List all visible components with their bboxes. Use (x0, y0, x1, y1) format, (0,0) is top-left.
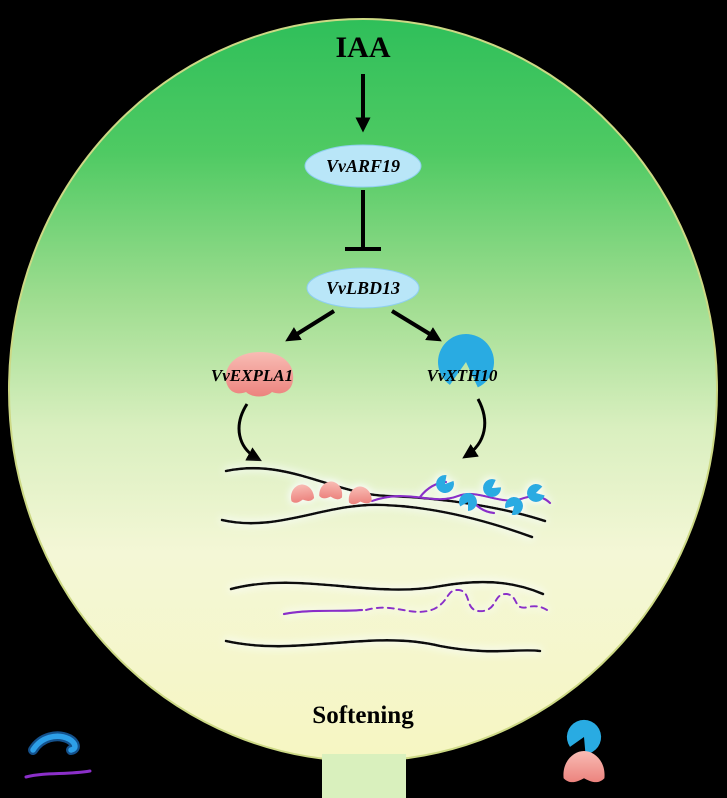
vvarf19-label: VvARF19 (326, 156, 400, 176)
softening-label: Softening (312, 702, 414, 729)
cellulose-microfibril-line (224, 639, 542, 653)
legend-left (24, 731, 92, 779)
arf19-inhibits-lbd13-tbar (345, 190, 381, 251)
vvxth10-enzyme-icon (438, 334, 495, 388)
cellulose-microfibril-line (229, 580, 545, 596)
legend-expansin-icon (563, 751, 605, 783)
expla1-action-arrow (237, 403, 262, 462)
vvexpla1-label: VvEXPLA1 (211, 366, 293, 385)
legend-right (562, 714, 607, 783)
vvxth10-label: VvXTH10 (427, 366, 498, 385)
berry-stem (322, 754, 406, 798)
iaa-label: IAA (335, 31, 390, 64)
cleaved-xyloglucan-strand (365, 588, 548, 613)
grape-berry-body (8, 18, 718, 762)
vvarf19-node (304, 144, 422, 188)
vvlbd13-node (306, 267, 420, 309)
cellulose-microfibril-line (220, 503, 534, 539)
xyloglucan-fragment (282, 608, 364, 616)
lbd13-to-xth10-arrow (390, 309, 442, 342)
vvexpla1-protein-icon (225, 352, 294, 397)
cell-wall-loosening-diagram (220, 466, 552, 539)
legend-xyloglucan-icon (24, 769, 92, 779)
vvlbd13-label: VvLBD13 (326, 278, 400, 298)
xth10-action-arrow (462, 398, 487, 459)
lbd13-to-expla1-arrow (285, 309, 336, 342)
legend-cellulose-icon-core (30, 733, 78, 753)
cell-wall-cleaved-diagram (224, 580, 548, 653)
